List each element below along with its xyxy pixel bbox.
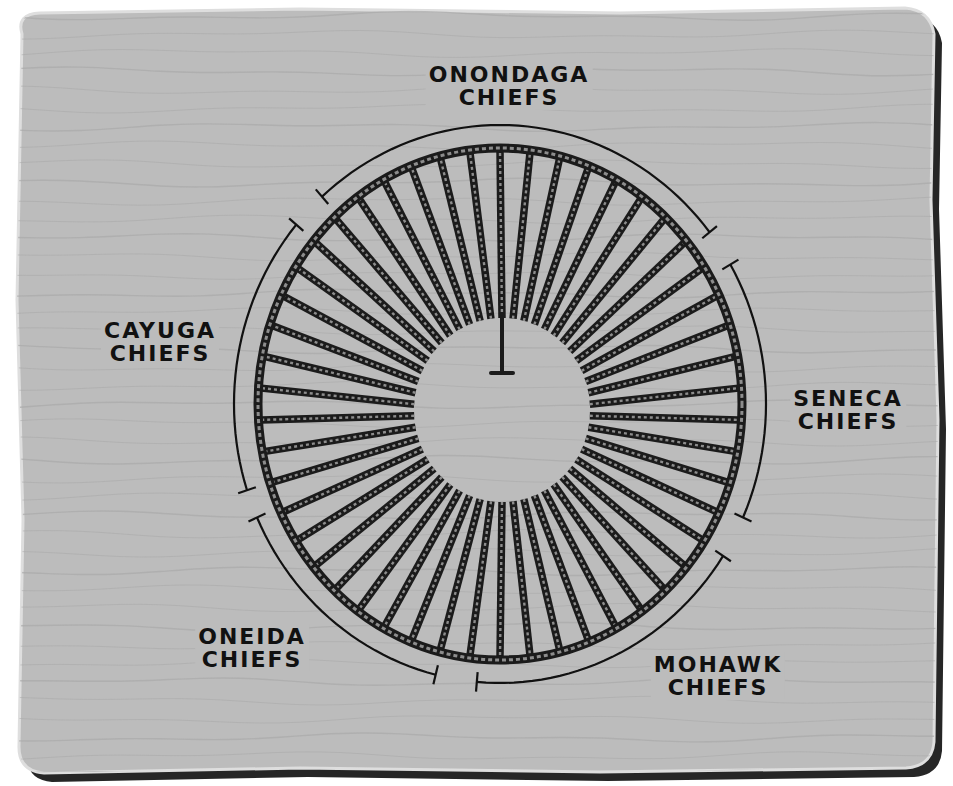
bracket-tick bbox=[715, 551, 731, 562]
spoke-group bbox=[261, 151, 738, 657]
grain-line bbox=[0, 567, 953, 576]
wampum-string-twist bbox=[524, 159, 560, 321]
wampum-string-twist bbox=[273, 326, 419, 382]
bracket-tick bbox=[722, 260, 738, 270]
wampum-string-twist bbox=[513, 153, 530, 319]
grain-line bbox=[0, 252, 953, 261]
wampum-string-twist bbox=[562, 220, 663, 343]
wood-grain bbox=[0, 11, 953, 778]
onondaga-string-extension bbox=[500, 314, 504, 372]
wampum-string-twist bbox=[534, 169, 588, 325]
grain-line bbox=[0, 455, 953, 464]
grain-line bbox=[0, 437, 953, 446]
wampum-string-twist bbox=[582, 449, 717, 512]
wampum-string-twist bbox=[298, 268, 427, 360]
wampum-string bbox=[261, 416, 414, 420]
bracket-tick bbox=[702, 226, 717, 238]
wampum-string-twist bbox=[582, 296, 717, 371]
wampum-string-twist bbox=[470, 153, 491, 319]
grain-line bbox=[0, 770, 953, 779]
grain-line bbox=[0, 49, 953, 58]
wampum-string-twist bbox=[265, 357, 415, 393]
grain-line bbox=[0, 160, 953, 169]
wampum-string bbox=[500, 502, 502, 657]
grain-line bbox=[0, 752, 953, 761]
bracket-tick bbox=[476, 672, 478, 691]
wampum-string-twist bbox=[534, 496, 588, 640]
wampum-string-twist bbox=[554, 199, 641, 335]
wampum-string-twist bbox=[316, 243, 434, 352]
grain-line bbox=[0, 30, 953, 39]
grain-line bbox=[0, 529, 953, 538]
wampum-string bbox=[470, 153, 491, 319]
wampum-string-twist bbox=[562, 477, 663, 588]
grain-line bbox=[0, 548, 953, 557]
wampum-string-twist bbox=[570, 469, 684, 566]
wampum-string-twist bbox=[298, 459, 427, 539]
wampum-string bbox=[590, 416, 739, 420]
grain-line bbox=[0, 696, 953, 705]
wampum-string-twist bbox=[586, 326, 728, 382]
wampum-string-twist bbox=[513, 501, 530, 655]
wampum-string-twist bbox=[588, 357, 734, 393]
wampum-string bbox=[265, 427, 415, 451]
wampum-string-twist bbox=[544, 182, 615, 329]
wampum-string-twist bbox=[441, 159, 481, 321]
string-end-bar bbox=[491, 371, 513, 375]
bracket-tick bbox=[433, 665, 438, 684]
wampum-ring bbox=[258, 148, 742, 660]
grain-line bbox=[0, 234, 953, 241]
wampum-string-twist bbox=[385, 182, 460, 329]
group-label: MOHAWK CHIEFS bbox=[651, 652, 785, 700]
wampum-string-twist bbox=[265, 427, 415, 451]
wampum-string-twist bbox=[412, 496, 470, 640]
wampum-belt bbox=[234, 125, 766, 692]
wampum-string bbox=[590, 388, 739, 404]
bracket-tick bbox=[248, 514, 265, 522]
wampum-string-twist bbox=[336, 477, 441, 588]
wampum-string-twist bbox=[273, 438, 419, 482]
wood-plank bbox=[17, 8, 938, 773]
wampum-string-twist bbox=[441, 499, 481, 649]
wampum-string-twist bbox=[588, 427, 734, 451]
wampum-string-twist bbox=[360, 484, 451, 608]
group-label: ONONDAGA CHIEFS bbox=[426, 62, 593, 110]
wampum-string-twist bbox=[586, 438, 728, 482]
bracket-tick bbox=[238, 487, 256, 493]
grain-line bbox=[0, 474, 953, 483]
wampum-string-twist bbox=[412, 169, 470, 325]
bracket-tick bbox=[316, 189, 328, 204]
wampum-string-twist bbox=[590, 388, 739, 404]
group-label: ONEIDA CHIEFS bbox=[195, 624, 309, 672]
bracket-group bbox=[234, 125, 766, 692]
wampum-string-twist bbox=[570, 243, 684, 352]
wampum-string-twist bbox=[524, 499, 560, 649]
wampum-string-twist bbox=[544, 491, 615, 626]
grain-line bbox=[0, 716, 953, 723]
bracket-tick bbox=[289, 218, 303, 231]
wampum-string-twist bbox=[500, 151, 502, 318]
wampum-string-twist bbox=[261, 416, 414, 420]
wampum-string-twist bbox=[500, 502, 502, 657]
bracket-tick bbox=[734, 514, 751, 522]
grain-line bbox=[0, 11, 953, 20]
group-label: SENECA CHIEFS bbox=[790, 386, 906, 434]
wampum-string bbox=[500, 151, 502, 318]
wampum-string-twist bbox=[590, 416, 739, 420]
wampum-string bbox=[513, 501, 530, 655]
grain-line bbox=[0, 272, 953, 280]
group-label: CAYUGA CHIEFS bbox=[101, 318, 219, 366]
grain-line bbox=[0, 642, 953, 650]
wampum-string-twist bbox=[554, 484, 641, 608]
grain-line bbox=[0, 733, 953, 742]
wampum-string-twist bbox=[261, 388, 414, 404]
wampum-ring-twist bbox=[258, 148, 742, 660]
wampum-string-twist bbox=[336, 220, 441, 343]
